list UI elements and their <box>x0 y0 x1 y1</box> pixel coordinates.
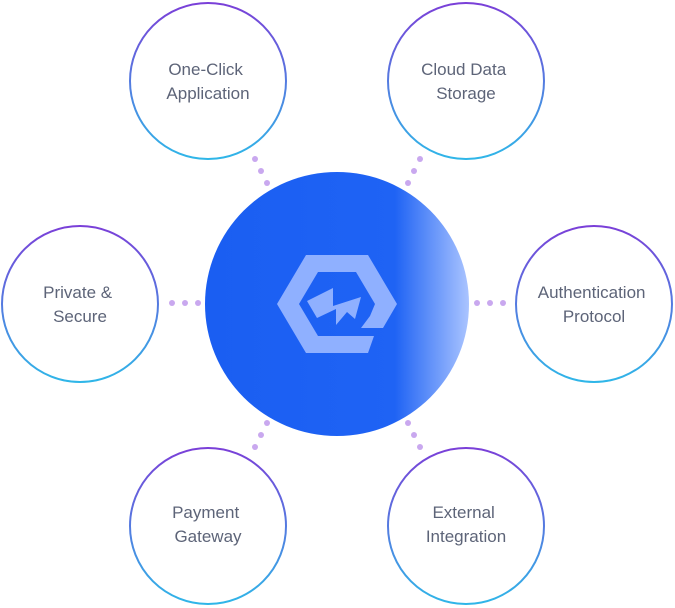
connector-external-integration <box>405 420 423 450</box>
node-label-line-1: Authentication <box>538 283 646 302</box>
node-ring <box>515 225 673 383</box>
node-authentication-protocol: Authentication Protocol <box>515 225 673 383</box>
node-cloud-data-storage: Cloud Data Storage <box>387 2 545 160</box>
connector-cloud-data-storage <box>405 156 423 186</box>
node-label-line-2: Integration <box>426 527 506 546</box>
svg-text:Private & Secure: Private & Secure <box>43 283 117 326</box>
connectors <box>169 156 506 450</box>
node-label-line-2: Storage <box>436 84 496 103</box>
hexagon-lightning-icon <box>277 255 397 353</box>
node-private-secure: Private & Secure <box>1 225 159 383</box>
center-circle <box>205 172 469 436</box>
svg-text:Authentication Protocol: Authentication Protocol <box>538 283 650 326</box>
connector-payment-gateway <box>252 420 270 450</box>
svg-text:External Integration: External Integration <box>426 503 506 546</box>
node-label-line-1: Private & <box>43 283 113 302</box>
node-label-line-1: Payment <box>172 503 239 522</box>
node-one-click-application: One-Click Application <box>129 2 287 160</box>
node-external-integration: External Integration <box>387 447 545 605</box>
svg-text:One-Click Application: One-Click Application <box>166 60 249 103</box>
svg-text:Cloud Data Storage: Cloud Data Storage <box>421 60 511 103</box>
node-label-line-1: External <box>432 503 494 522</box>
node-ring <box>129 2 287 160</box>
node-ring <box>1 225 159 383</box>
connector-private-secure <box>169 300 201 306</box>
node-label-line-2: Application <box>166 84 249 103</box>
connector-authentication-protocol <box>474 300 506 306</box>
node-label-line-1: One-Click <box>168 60 243 79</box>
node-payment-gateway: Payment Gateway <box>129 447 287 605</box>
node-label-line-1: Cloud Data <box>421 60 507 79</box>
svg-text:Payment Gateway: Payment Gateway <box>172 503 244 546</box>
connector-one-click-application <box>252 156 270 186</box>
node-label-line-2: Secure <box>53 307 107 326</box>
center-hub <box>205 172 469 436</box>
node-ring <box>129 447 287 605</box>
node-label-line-2: Gateway <box>174 527 242 546</box>
node-label-line-2: Protocol <box>563 307 625 326</box>
node-ring <box>387 447 545 605</box>
node-ring <box>387 2 545 160</box>
